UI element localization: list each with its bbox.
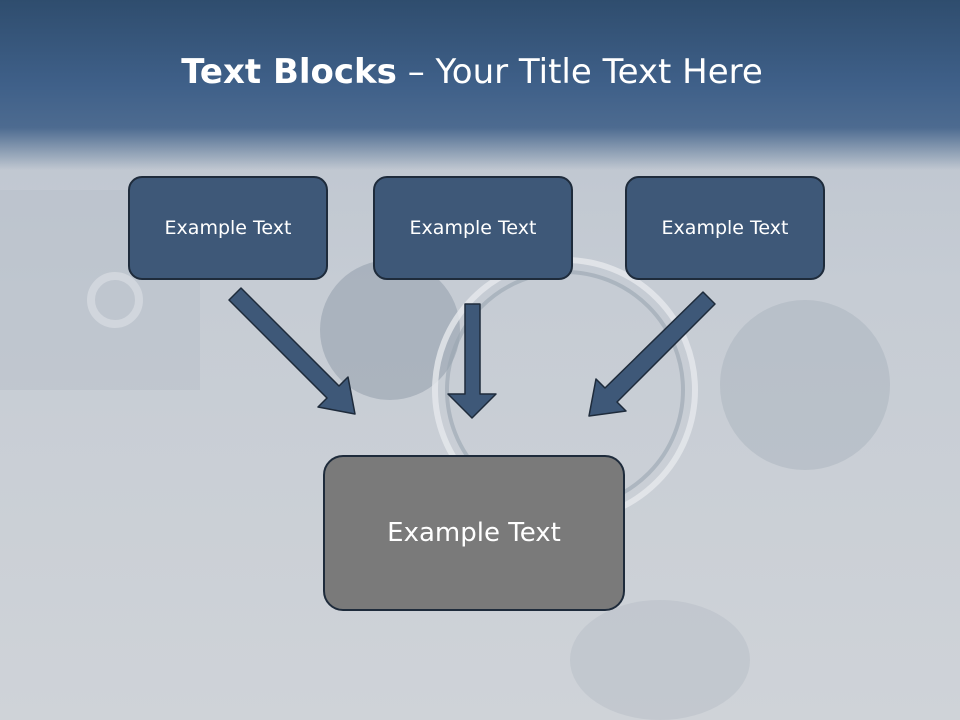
text-block-left[interactable]: Example Text: [128, 176, 328, 280]
text-block-middle-label: Example Text: [409, 217, 537, 239]
title-dash: –: [396, 52, 436, 92]
text-block-right[interactable]: Example Text: [625, 176, 825, 280]
arrow-right: [588, 291, 716, 417]
text-block-right-label: Example Text: [661, 217, 789, 239]
text-block-middle[interactable]: Example Text: [373, 176, 573, 280]
title-rest: Your Title Text Here: [435, 52, 763, 92]
slide-title: Text Blocks – Your Title Text Here: [0, 52, 944, 92]
text-block-center-label: Example Text: [387, 518, 561, 548]
header-band: [0, 0, 960, 170]
title-bold: Text Blocks: [181, 52, 397, 92]
text-block-center[interactable]: Example Text: [323, 455, 625, 611]
arrow-middle: [447, 303, 497, 419]
arrow-left: [228, 287, 356, 415]
text-block-left-label: Example Text: [164, 217, 292, 239]
